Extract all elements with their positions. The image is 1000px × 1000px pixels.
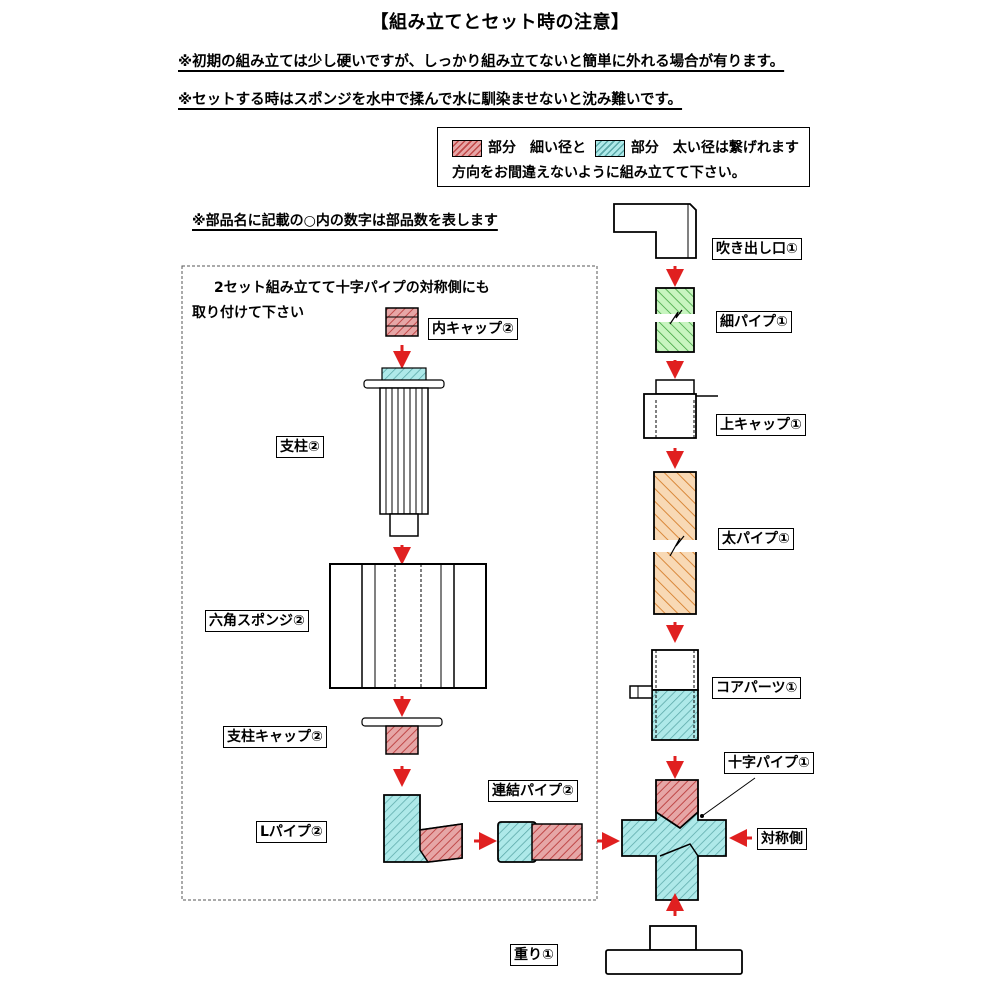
note-assembly: ※初期の組み立ては少し硬いですが、しっかり組み立てないと簡単に外れる場合が有りま… [178,54,785,70]
parts-count-note: ※部品名に記載の○内の数字は部品数を表します [192,213,498,229]
inner-cap-drawing [385,307,419,337]
thick-diameter-swatch [594,139,625,157]
l-pipe-drawing [383,794,463,863]
label-pillar-cap: 支柱キャップ② [223,726,327,748]
label-inner-cap: 内キャップ② [428,318,518,340]
label-l-pipe: Lパイプ② [256,821,327,843]
cross-pipe-drawing [621,779,727,901]
leader-cross-pipe [701,777,756,817]
label-connector-pipe: 連結パイプ② [488,780,578,802]
label-symmetric-side: 対称側 [757,828,807,850]
legend-text-thick: 部分 太い径は繋げれます [630,140,799,156]
hex-sponge-drawing [329,563,487,689]
left-assembly-frame [181,265,598,901]
left-instruction-line1: 2セット組み立てて十字パイプの対称側にも [214,280,490,296]
core-parts-drawing [629,649,699,741]
label-outlet: 吹き出し口① [712,238,802,260]
top-cap-drawing [643,379,718,439]
label-cross-pipe: 十字パイプ① [724,752,814,774]
connector-pipe-drawing [497,821,583,863]
pillar-cap-drawing [361,717,443,755]
thick-pipe-drawing [652,471,698,615]
label-top-cap: 上キャップ① [716,414,806,436]
thin-diameter-swatch [452,139,482,157]
legend-text-direction: 方向をお間違えないように組み立てて下さい。 [452,165,746,181]
label-weight: 重り① [510,944,558,966]
thin-pipe-drawing [654,287,696,353]
legend-text-thin: 部分 細い径と [488,140,586,156]
label-support-pillar: 支柱② [276,436,324,458]
page-title: 【組み立てとセット時の注意】 [370,12,630,33]
weight-drawing [605,925,743,975]
label-hex-sponge: 六角スポンジ② [205,610,309,632]
label-core-parts: コアパーツ① [712,677,802,699]
legend-box: 部分 細い径と 部分 太い径は繋げれます 方向をお間違えないように組み立てて下さ… [437,127,810,187]
left-instruction-line2: 取り付けて下さい [192,305,304,321]
label-thin-pipe: 細パイプ① [716,311,792,333]
support-pillar-drawing [363,367,445,537]
note-setting: ※セットする時はスポンジを水中で揉んで水に馴染ませないと沈み難いです。 [178,92,683,108]
label-thick-pipe: 太パイプ① [718,528,794,550]
outlet-drawing [613,203,697,259]
